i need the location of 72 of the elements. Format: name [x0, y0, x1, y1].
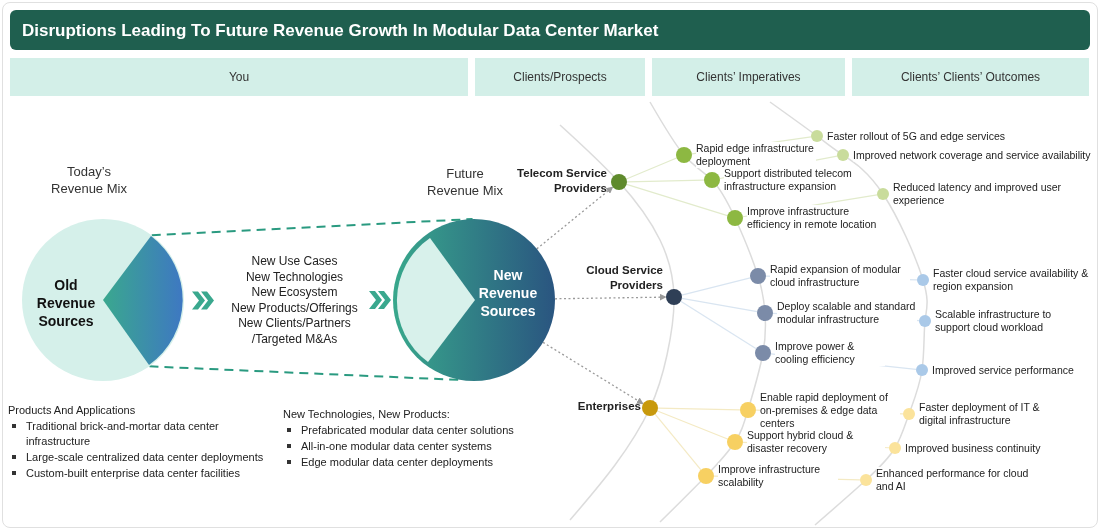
growth-driver-text: New Clients/Partners: [237, 316, 352, 332]
segment-label: New Revenue Sources: [477, 266, 539, 320]
imperative-label: Rapid expansion of modular cloud infrastructure: [770, 263, 910, 289]
imperative-dot: [757, 305, 773, 321]
connector-line: [626, 183, 728, 217]
connector-line: [680, 300, 757, 350]
outcome-dot: [860, 474, 872, 486]
outcome-dot: [903, 408, 915, 420]
bullet-item: Traditional brick-and-mortar data center infrastructure: [8, 419, 278, 449]
connector-line: [626, 179, 705, 183]
client-dot: [611, 174, 627, 190]
chart-heading: Future Revenue Mix: [426, 165, 504, 199]
imperative-label: Improve infrastructure scalability: [718, 463, 838, 489]
growth-driver-text: /Targeted M&As: [250, 331, 339, 347]
list-heading: New Technologies, New Products:: [283, 407, 451, 422]
growth-driver-text: New Ecosystem: [250, 285, 339, 301]
dotted-arrow: [542, 341, 644, 405]
bullet-item: Custom-built enterprise data center facilities: [8, 466, 278, 481]
imperative-label: Rapid edge infrastructure deployment: [696, 142, 816, 168]
list-heading: Products And Applications: [8, 403, 137, 418]
growth-driver-text: New Products/Offerings: [230, 300, 359, 316]
zoom-guide-line: [150, 218, 474, 237]
imperative-label: Improve power & cooling efficiency: [775, 340, 885, 366]
connector-line: [625, 157, 678, 180]
imperative-dot: [755, 345, 771, 361]
dotted-arrow: [536, 186, 614, 250]
imperative-label: Deploy scalable and standard modular infrastructure: [777, 300, 917, 326]
client-dot: [642, 400, 658, 416]
client-dot: [666, 289, 682, 305]
outcome-dot: [837, 149, 849, 161]
outcome-label: Improved business continuity: [905, 441, 1041, 455]
bullet-item: Prefabricated modular data center solutions: [283, 423, 523, 438]
imperative-dot: [727, 210, 743, 226]
bullet-item: All-in-one modular data center systems: [283, 439, 523, 454]
connector-line: [657, 407, 741, 411]
column-header-tab: You: [10, 58, 468, 96]
connector-line: [681, 297, 758, 313]
imperative-dot: [704, 172, 720, 188]
chart-heading: Today’s Revenue Mix: [50, 163, 128, 197]
connector-line: [656, 410, 729, 440]
segment-label: Old Revenue Sources: [35, 276, 97, 330]
bullet-item: Edge modular data center deployments: [283, 455, 523, 470]
imperative-label: Support distributed telecom infrastructure expansion: [724, 167, 859, 193]
outcome-dot: [919, 315, 931, 327]
chevron-arrow: [192, 291, 214, 310]
growth-driver-text: New Technologies: [244, 269, 345, 285]
connector-line: [681, 277, 751, 296]
connector-line: [654, 413, 702, 471]
column-header-tab: Clients’ Imperatives: [652, 58, 845, 96]
imperative-dot: [727, 434, 743, 450]
outcome-label: Faster rollout of 5G and edge services: [827, 129, 1005, 143]
outcome-label: Improved service performance: [932, 363, 1074, 377]
growth-driver-text: New Use Cases: [250, 254, 339, 270]
column-header-tab: Clients/Prospects: [475, 58, 645, 96]
diagram-title: Disruptions Leading To Future Revenue Growth In Modular Data Center Market: [22, 21, 659, 41]
client-label: Telecom Service Providers: [516, 166, 607, 196]
outcome-dot: [811, 130, 823, 142]
outcome-label: Improved network coverage and service availability: [853, 148, 1091, 162]
imperative-dot: [698, 468, 714, 484]
imperative-dot: [750, 268, 766, 284]
bullet-item: Large-scale centralized data center deployments: [8, 450, 278, 465]
imperative-dot: [740, 402, 756, 418]
client-label: Enterprises: [576, 398, 641, 414]
outcome-dot: [916, 364, 928, 376]
outcome-dot: [889, 442, 901, 454]
chevron-arrow: [369, 291, 391, 309]
imperative-dot: [676, 147, 692, 163]
outcome-dot: [917, 274, 929, 286]
client-label: Cloud Service Providers: [585, 263, 663, 293]
imperative-label: Support hybrid cloud & disaster recovery: [747, 429, 885, 455]
column-header-tab: Clients’ Clients’ Outcomes: [852, 58, 1089, 96]
outcome-dot: [877, 188, 889, 200]
